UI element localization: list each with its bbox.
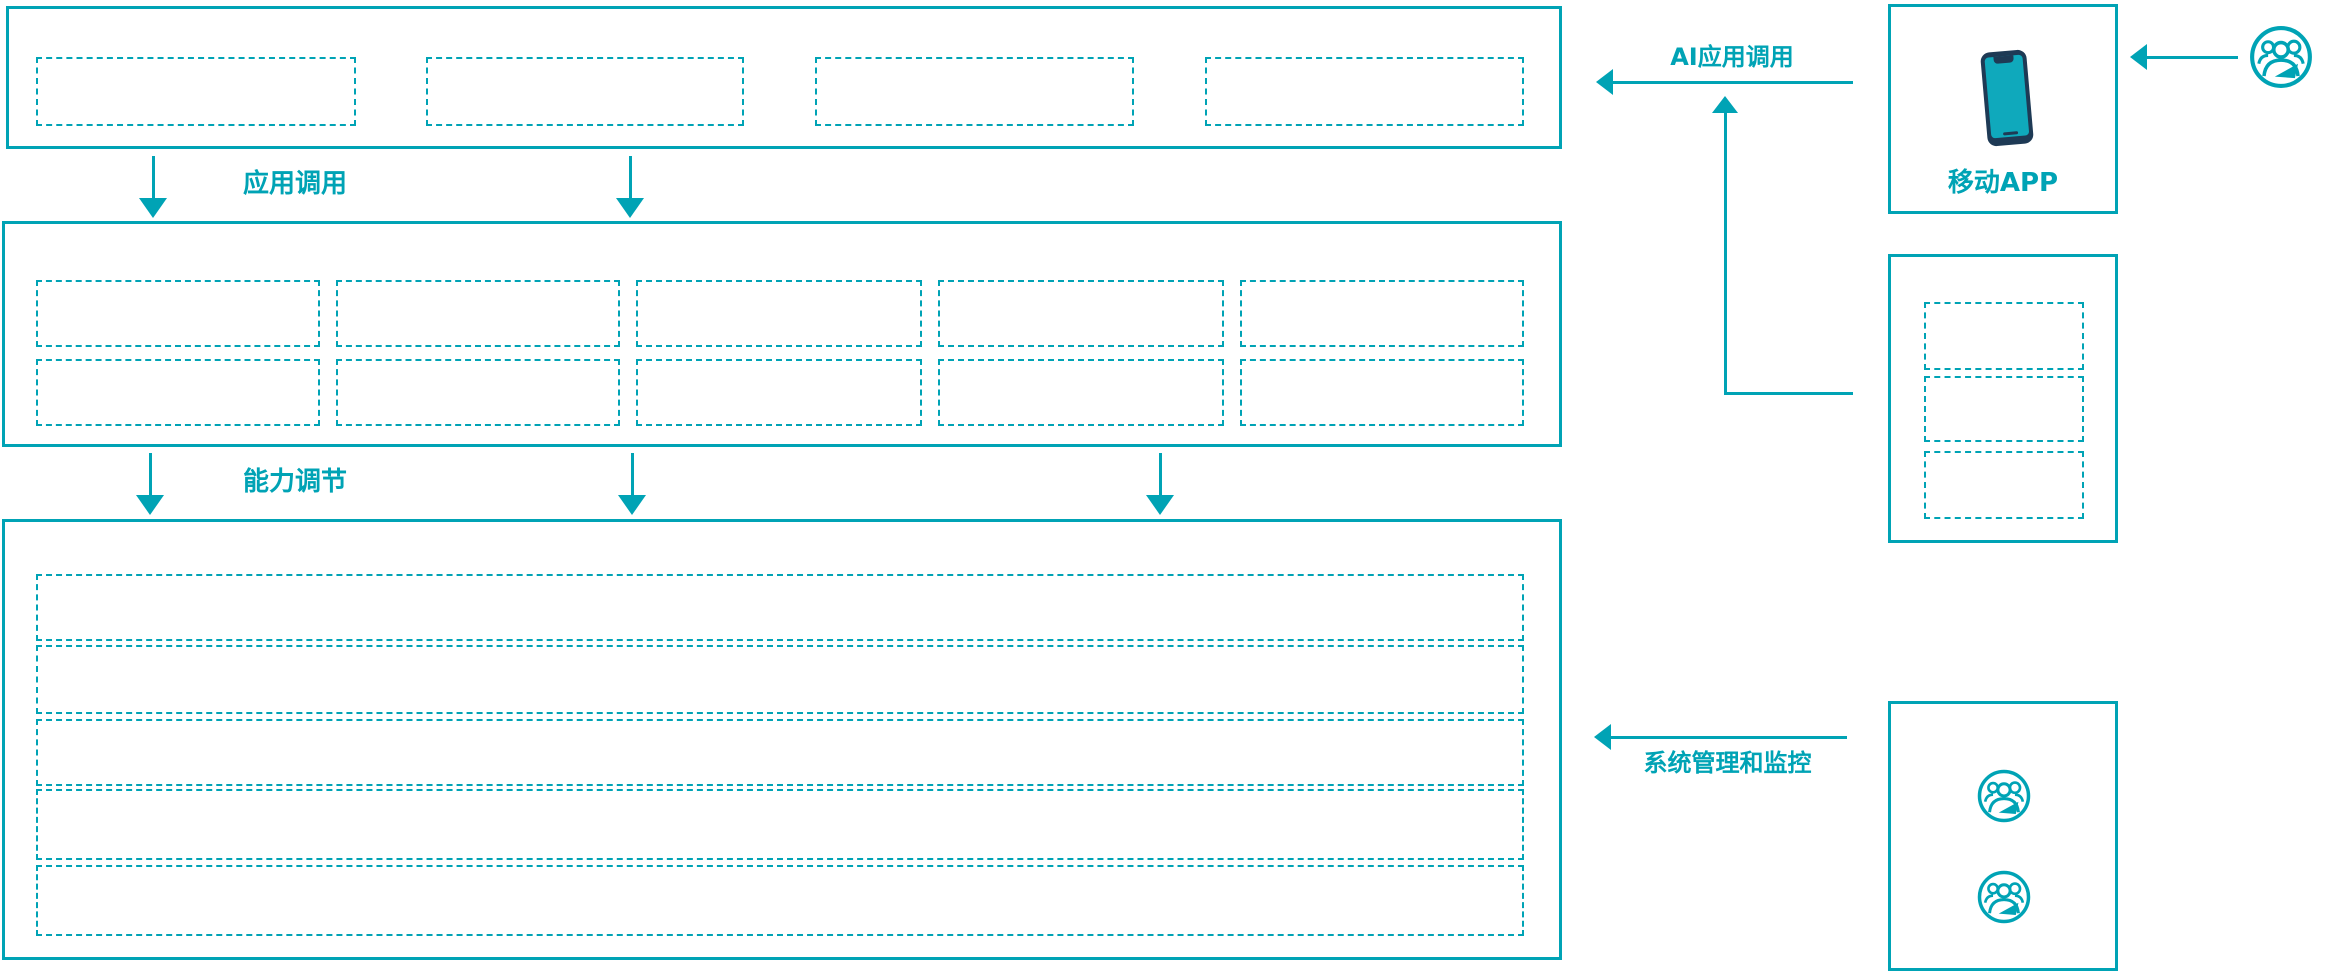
arrow-head-down-icon xyxy=(136,495,164,515)
placeholder-box xyxy=(1240,359,1524,426)
admin-users-box xyxy=(1888,701,2118,971)
edge-label-ai-app-call: AI应用调用 xyxy=(1670,43,1794,71)
connector-line xyxy=(1724,392,1853,395)
placeholder-box xyxy=(336,280,620,347)
placeholder-box xyxy=(336,359,620,426)
placeholder-row xyxy=(36,865,1524,936)
placeholder-box xyxy=(1924,451,2084,519)
bottom-layer-box xyxy=(2,519,1562,960)
smartphone-icon xyxy=(1979,49,2035,147)
middle-layer-box xyxy=(2,221,1562,447)
phone-screen xyxy=(1984,54,2030,139)
placeholder-box xyxy=(36,359,320,426)
arrow-head-left-icon xyxy=(2130,44,2147,70)
arrow-head-down-icon xyxy=(616,198,644,218)
placeholder-box xyxy=(426,57,744,126)
placeholder-box xyxy=(36,280,320,347)
placeholder-box xyxy=(938,359,1224,426)
arrow-shaft xyxy=(149,453,152,495)
placeholder-box xyxy=(1924,302,2084,370)
placeholder-row xyxy=(36,574,1524,641)
arrow-head-down-icon xyxy=(1146,495,1174,515)
right-panel-box xyxy=(1888,254,2118,543)
arrow-shaft xyxy=(1610,736,1847,739)
users-group-icon xyxy=(1977,870,2031,924)
placeholder-box xyxy=(1205,57,1524,126)
users-group-icon xyxy=(1977,769,2031,823)
placeholder-row xyxy=(36,789,1524,860)
arrow-shaft xyxy=(629,156,632,198)
arrow-head-down-icon xyxy=(618,495,646,515)
placeholder-box xyxy=(636,359,922,426)
arrow-shaft xyxy=(152,156,155,198)
arrow-head-up-icon xyxy=(1712,96,1738,113)
arrow-head-left-icon xyxy=(1594,724,1611,750)
edge-label-app-call: 应用调用 xyxy=(243,169,348,199)
arrow-shaft xyxy=(1724,113,1727,394)
arrow-shaft xyxy=(631,453,634,495)
placeholder-box xyxy=(36,57,356,126)
arrow-head-down-icon xyxy=(139,198,167,218)
placeholder-box xyxy=(1924,376,2084,442)
users-group-icon xyxy=(2250,26,2312,88)
placeholder-box xyxy=(938,280,1224,347)
top-layer-box xyxy=(6,6,1562,149)
mobile-app-label: 移动APP xyxy=(1947,168,2059,198)
edge-label-capability: 能力调节 xyxy=(243,467,348,497)
placeholder-box xyxy=(815,57,1134,126)
mobile-app-box: 移动APP xyxy=(1888,4,2118,214)
placeholder-box xyxy=(1240,280,1524,347)
placeholder-row xyxy=(36,719,1524,786)
edge-label-system-monitor: 系统管理和监控 xyxy=(1643,749,1812,777)
arrow-shaft xyxy=(1159,453,1162,495)
placeholder-row xyxy=(36,645,1524,714)
arrow-shaft xyxy=(1612,81,1853,84)
arrow-head-left-icon xyxy=(1596,69,1613,95)
placeholder-box xyxy=(636,280,922,347)
arrow-shaft xyxy=(2146,56,2238,59)
